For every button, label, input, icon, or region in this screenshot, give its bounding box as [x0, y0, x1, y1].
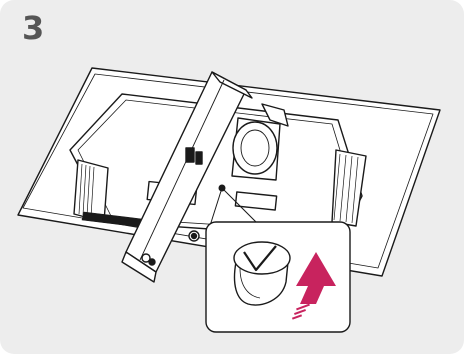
zoom-inset	[206, 222, 350, 332]
